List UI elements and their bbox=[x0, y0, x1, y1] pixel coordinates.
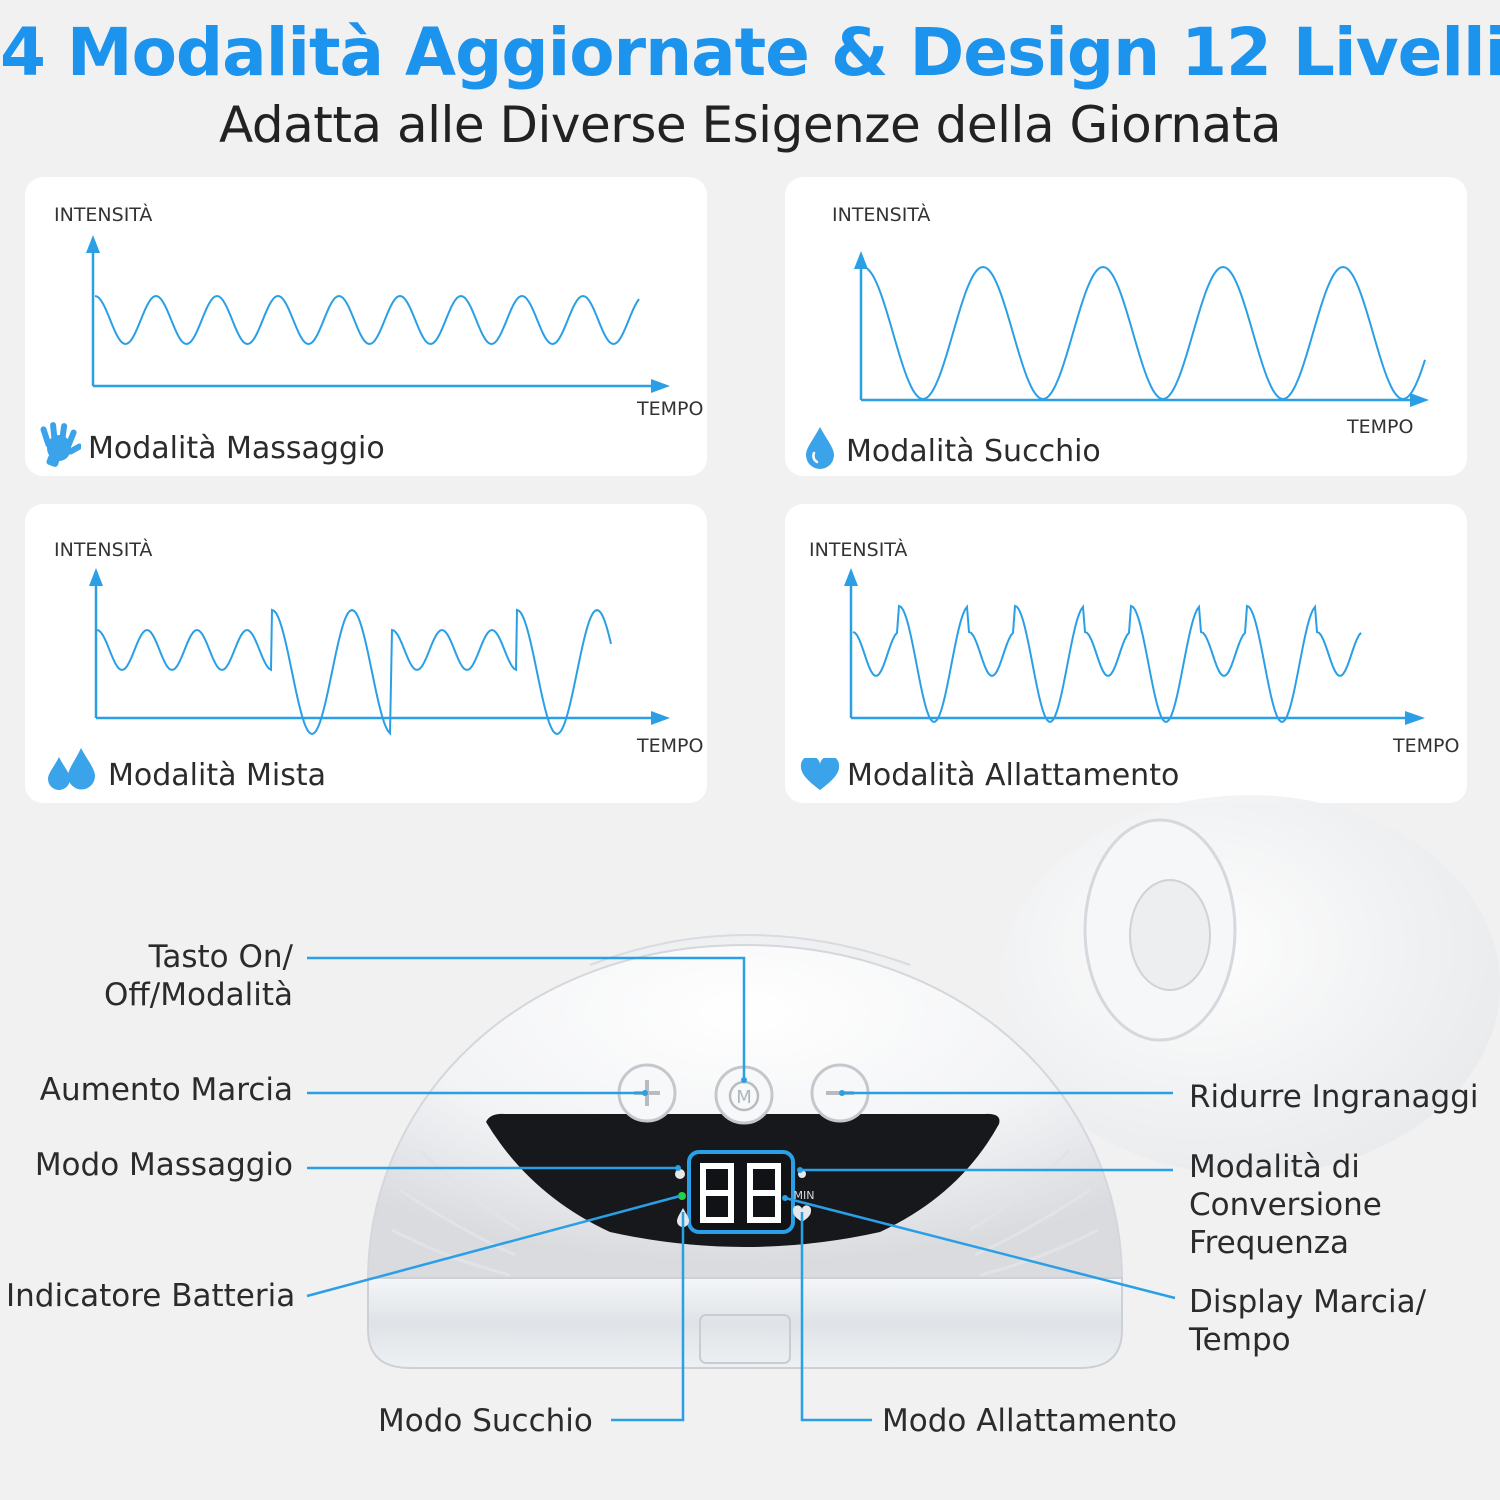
mode-name: Modalità Succhio bbox=[846, 434, 1101, 469]
callout-increase: Aumento Marcia bbox=[39, 1072, 293, 1108]
nursing-indicator-icon bbox=[792, 1205, 812, 1222]
double-drop-icon bbox=[48, 748, 95, 790]
hand-icon bbox=[40, 422, 81, 467]
mode-card-mixed: INTENSITÀ TEMPO Modalità Mista bbox=[25, 504, 707, 803]
gear-time-display: MIN bbox=[687, 1150, 815, 1234]
x-axis-label: TEMPO bbox=[1393, 735, 1460, 757]
mode-card-nursing: INTENSITÀ TEMPO Modalità Allattamento bbox=[785, 504, 1467, 803]
y-axis-label: INTENSITÀ bbox=[54, 539, 153, 561]
mode-card-massage: INTENSITÀ TEMPO Modalità Massaggio bbox=[25, 177, 707, 476]
suction-wave-chart bbox=[854, 251, 1429, 407]
massage-indicator-icon bbox=[675, 1169, 685, 1179]
y-axis-arrow bbox=[854, 251, 868, 269]
plus-button bbox=[617, 1063, 677, 1123]
suction-wave-line bbox=[862, 265, 1426, 401]
flange-shield bbox=[1000, 795, 1500, 1175]
suction-indicator-icon bbox=[677, 1208, 689, 1227]
mixed-wave-line bbox=[96, 608, 612, 736]
page-subtitle: Adatta alle Diverse Esigenze della Giorn… bbox=[219, 96, 1281, 154]
callout-battery-indicator: Indicatore Batteria bbox=[6, 1278, 296, 1314]
x-axis-arrow bbox=[651, 711, 670, 725]
x-axis-label: TEMPO bbox=[637, 398, 704, 420]
massage-wave-chart bbox=[86, 235, 670, 393]
nursing-wave-chart bbox=[844, 568, 1425, 725]
x-axis-arrow bbox=[1405, 711, 1425, 725]
callout-decrease: Ridurre Ingranaggi bbox=[1189, 1079, 1479, 1115]
mode-name: Modalità Massaggio bbox=[88, 431, 385, 466]
callout-power-button: Tasto On/ Off/Modalità bbox=[104, 939, 293, 1013]
mixed-wave-chart bbox=[89, 568, 670, 736]
drop-icon bbox=[806, 427, 834, 469]
power-mode-button: M bbox=[714, 1065, 774, 1125]
callout-display: Display Marcia/ Tempo bbox=[1189, 1284, 1427, 1358]
nursing-wave-line bbox=[852, 604, 1362, 723]
x-axis-arrow bbox=[1410, 393, 1429, 407]
mode-name: Modalità Allattamento bbox=[847, 758, 1180, 793]
callout-nursing-mode: Modo Allattamento bbox=[882, 1403, 1177, 1439]
frequency-indicator-icon bbox=[798, 1170, 806, 1178]
y-axis-arrow bbox=[89, 568, 103, 586]
heart-icon bbox=[800, 758, 840, 790]
y-axis-arrow bbox=[86, 235, 100, 253]
callout-lines bbox=[306, 956, 1176, 1422]
x-axis-label: TEMPO bbox=[637, 735, 704, 757]
massage-wave-line bbox=[94, 294, 640, 346]
callout-massage-mode: Modo Massaggio bbox=[34, 1147, 293, 1183]
x-axis-arrow bbox=[651, 379, 670, 393]
mode-name: Modalità Mista bbox=[108, 758, 327, 793]
svg-text:MIN: MIN bbox=[794, 1189, 815, 1202]
mode-card-suction: INTENSITÀ TEMPO Modalità Succhio bbox=[785, 177, 1467, 476]
callout-frequency-mode: Modalità di Conversione Frequenza bbox=[1189, 1149, 1382, 1261]
battery-indicator-light bbox=[678, 1192, 686, 1200]
page-title: 4 Modalità Aggiornate & Design 12 Livell… bbox=[0, 14, 1500, 91]
x-axis-label: TEMPO bbox=[1347, 416, 1414, 438]
y-axis-arrow bbox=[844, 568, 858, 586]
y-axis-label: INTENSITÀ bbox=[832, 204, 931, 226]
callout-suction-mode: Modo Succhio bbox=[378, 1403, 593, 1439]
minus-button bbox=[810, 1063, 870, 1123]
svg-text:M: M bbox=[736, 1087, 752, 1108]
y-axis-label: INTENSITÀ bbox=[54, 204, 153, 226]
pump-body bbox=[366, 943, 1124, 1369]
y-axis-label: INTENSITÀ bbox=[809, 539, 908, 561]
